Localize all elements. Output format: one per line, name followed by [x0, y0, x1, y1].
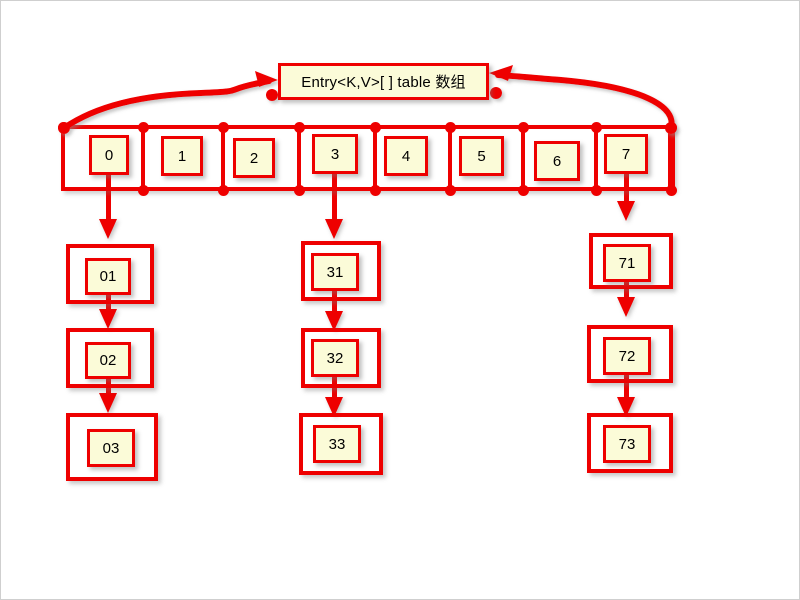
array-slot-6[interactable]: 6 [534, 141, 580, 181]
chain-0-node-frame-03 [66, 413, 158, 481]
chain-7-node-frame-71 [589, 233, 673, 289]
array-slot-3[interactable]: 3 [312, 134, 358, 174]
table-array-frame [61, 125, 674, 191]
chain-3-link-line [332, 375, 337, 405]
array-joint-dot [58, 122, 69, 133]
chain-0-node-frame-01 [66, 244, 154, 304]
chain-7-node-frame-73 [587, 413, 673, 473]
array-joint-dot [138, 122, 149, 133]
chain-3-arrowhead [325, 397, 343, 417]
chain-0-arrowhead [99, 309, 117, 329]
chain-3-node-31[interactable]: 31 [311, 253, 359, 291]
array-joint-dot [294, 185, 305, 196]
chain-7-arrowhead [617, 397, 635, 417]
table-title-box: Entry<K,V>[ ] table 数组 [278, 63, 489, 100]
chain-0-node-02[interactable]: 02 [85, 342, 131, 379]
array-joint-dot [591, 122, 602, 133]
chain-0-arrowhead [99, 219, 117, 239]
array-slot-4[interactable]: 4 [384, 136, 428, 176]
chain-7-node-71[interactable]: 71 [603, 244, 651, 282]
array-cell-divider [221, 125, 225, 191]
chain-7-node-72[interactable]: 72 [603, 337, 651, 375]
chain-0-node-03[interactable]: 03 [87, 429, 135, 467]
array-cell-divider [594, 125, 598, 191]
array-joint-dot [138, 185, 149, 196]
chain-0-node-01[interactable]: 01 [85, 258, 131, 295]
chain-3-node-frame-33 [299, 413, 383, 475]
array-joint-dot [666, 122, 677, 133]
chain-7-node-frame-72 [587, 325, 673, 383]
array-cell-divider [373, 125, 377, 191]
chain-0-arrowhead [99, 393, 117, 413]
chain-7-link-line [624, 280, 629, 308]
chain-3-arrowhead [325, 311, 343, 331]
chain-0-link-line [106, 377, 111, 403]
array-slot-0[interactable]: 0 [89, 135, 129, 175]
array-slot-7[interactable]: 7 [604, 134, 648, 174]
array-joint-dot [294, 122, 305, 133]
chain-0-node-frame-02 [66, 328, 154, 388]
array-joint-dot [445, 185, 456, 196]
array-slot-2[interactable]: 2 [233, 138, 275, 178]
array-cell-divider [297, 125, 301, 191]
array-joint-dot [218, 185, 229, 196]
array-cell-divider [521, 125, 525, 191]
chain-7-node-73[interactable]: 73 [603, 425, 651, 463]
right-table-connector [489, 65, 677, 134]
chain-3-link-line [332, 169, 337, 221]
array-cell-divider [141, 125, 145, 191]
chain-3-node-frame-31 [301, 241, 381, 301]
array-slot-1[interactable]: 1 [161, 136, 203, 176]
array-cell-divider [448, 125, 452, 191]
array-joint-dot [370, 185, 381, 196]
chain-3-arrowhead [325, 219, 343, 239]
array-joint-dot [445, 122, 456, 133]
chain-0-link-line [106, 293, 111, 319]
array-joint-dot [218, 122, 229, 133]
chain-7-arrowhead [617, 201, 635, 221]
array-joint-dot [518, 122, 529, 133]
chain-3-link-line [332, 289, 337, 321]
chain-3-node-32[interactable]: 32 [311, 339, 359, 377]
table-array-right-cap [668, 125, 675, 191]
chain-0-link-line [106, 169, 111, 221]
chain-7-arrowhead [617, 297, 635, 317]
chain-3-node-33[interactable]: 33 [313, 425, 361, 463]
array-joint-dot [666, 185, 677, 196]
array-joint-dot [591, 185, 602, 196]
chain-3-node-frame-32 [301, 328, 381, 388]
array-joint-dot [370, 122, 381, 133]
array-joint-dot [518, 185, 529, 196]
array-slot-5[interactable]: 5 [459, 136, 504, 176]
chain-7-link-line [624, 373, 629, 405]
